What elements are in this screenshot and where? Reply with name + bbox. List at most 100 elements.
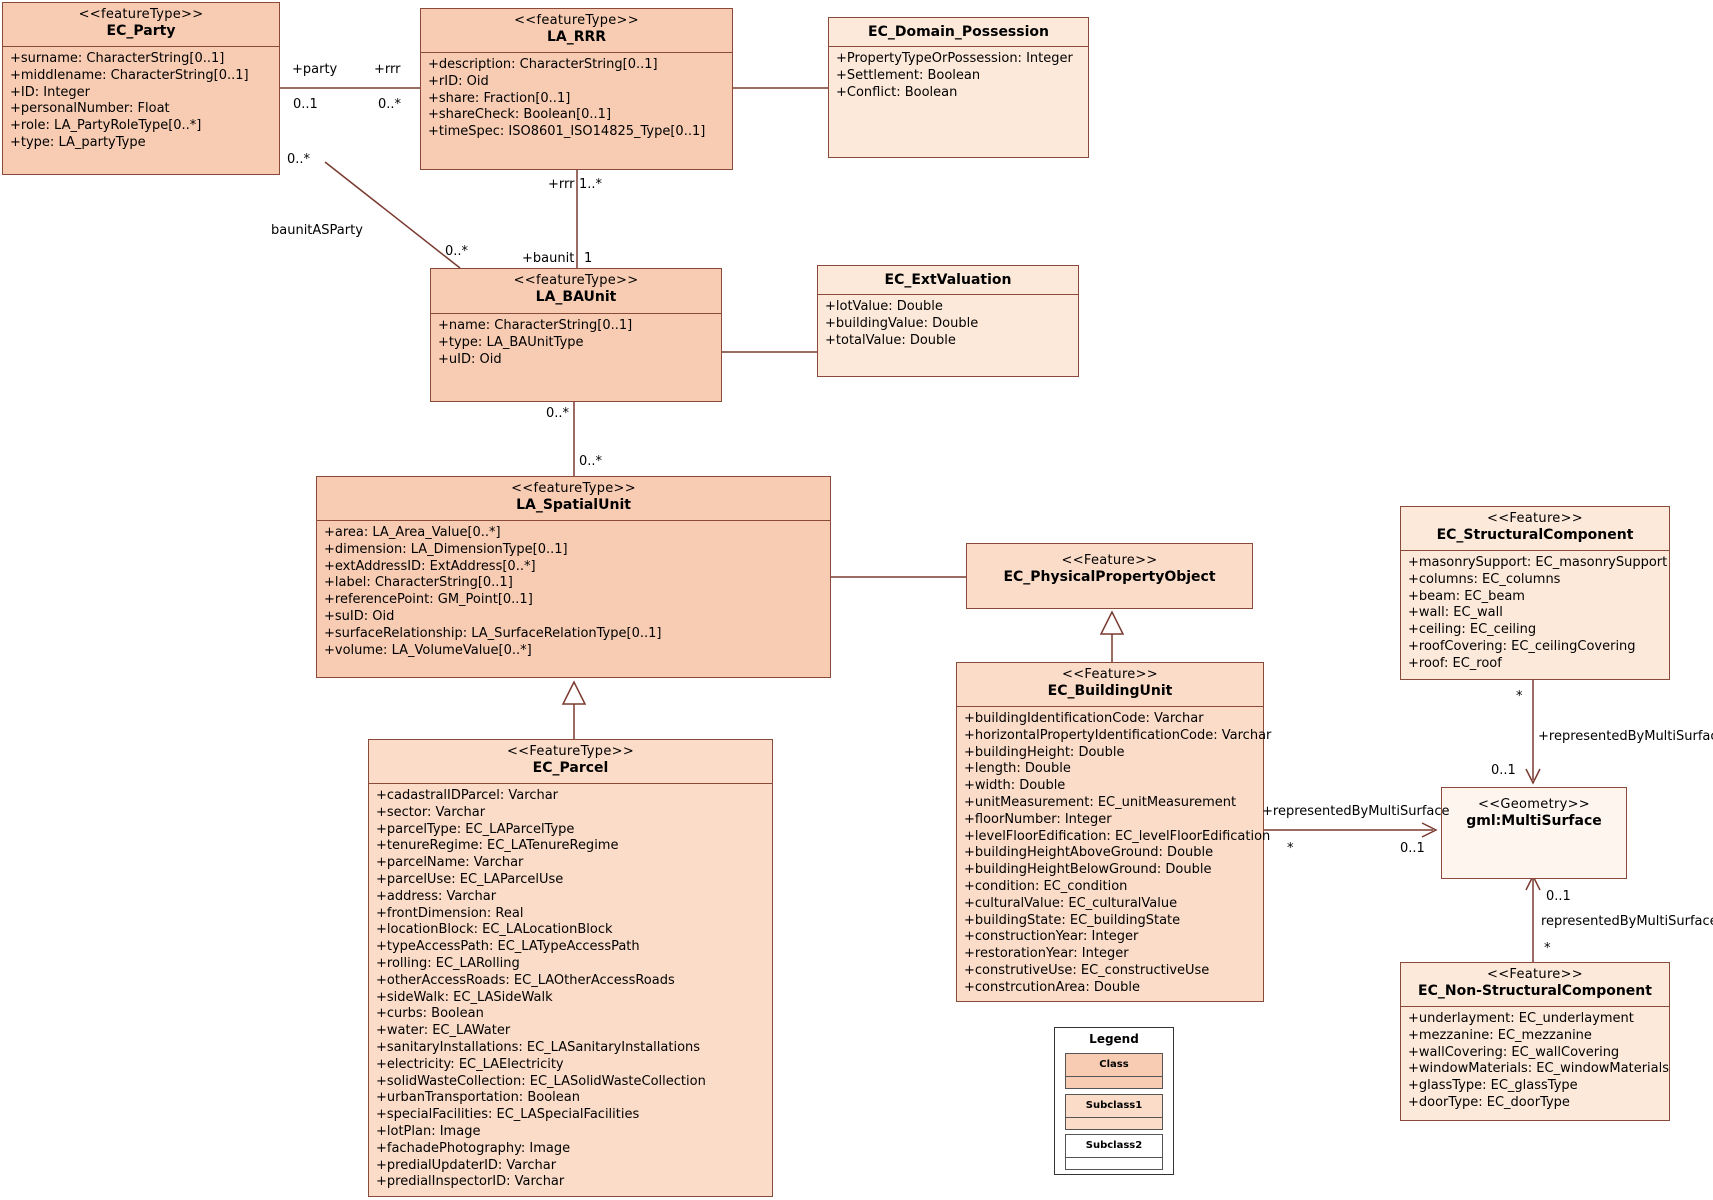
class-ec-structuralcomponent: <<Feature>> EC_StructuralComponent +maso…	[1400, 506, 1670, 680]
attribute: +role: LA_PartyRoleType[0..*]	[10, 118, 202, 134]
class-name: EC_Parcel	[532, 760, 609, 776]
attribute: +specialFacilities: EC_LASpecialFaciliti…	[376, 1107, 640, 1123]
attribute-list: +masonrySupport: EC_masonrySupport +colu…	[1401, 551, 1669, 673]
role-label-nonstructural-multisurface: representedByMultiSurface	[1541, 914, 1713, 929]
multiplicity-rrr: 0..*	[378, 97, 402, 112]
attribute: +timeSpec: ISO8601_ISO14825_Type[0..1]	[428, 124, 706, 140]
attribute: +shareCheck: Boolean[0..1]	[428, 107, 612, 123]
class-la-baunit: <<featureType>> LA_BAUnit +name: Charact…	[430, 268, 722, 402]
assoc-party-baunit	[324, 161, 461, 269]
attribute: +horizontalPropertyIdentificationCode: V…	[964, 727, 1272, 743]
attribute: +buildingIdentificationCode: Varchar	[964, 711, 1204, 726]
attribute: +windowMaterials: EC_windowMaterials	[1408, 1061, 1670, 1077]
attribute: +sanitaryInstallations: EC_LASanitaryIns…	[376, 1039, 701, 1055]
legend-item-label: Class	[1066, 1054, 1162, 1077]
attribute: +buildingHeight: Double	[964, 744, 1125, 760]
attribute: +predialUpdaterID: Varchar	[376, 1157, 557, 1173]
class-ec-parcel: <<FeatureType>> EC_Parcel +cadastralIDPa…	[368, 739, 773, 1197]
attribute: +parcelUse: EC_LAParcelUse	[376, 871, 564, 887]
legend-item-subclass1: Subclass1	[1065, 1094, 1163, 1130]
attribute: +sector: Varchar	[376, 804, 486, 820]
legend-item-class: Class	[1065, 1053, 1163, 1089]
role-label-structural-multisurface: +representedByMultiSurface	[1538, 729, 1713, 744]
multiplicity-structural-multisurface: 0..1	[1491, 763, 1516, 778]
attribute: +levelFloorEdification: EC_levelFloorEdi…	[964, 828, 1271, 844]
attribute: +ceiling: EC_ceiling	[1408, 622, 1537, 638]
attribute: +condition: EC_condition	[964, 878, 1128, 894]
attribute-list: +area: LA_Area_Value[0..*] +dimension: L…	[317, 521, 830, 659]
attribute-list: +description: CharacterString[0..1] +rID…	[421, 53, 732, 141]
attribute: +frontDimension: Real	[376, 905, 524, 921]
role-label-baunit: +baunit	[522, 251, 575, 266]
class-name: EC_Non-StructuralComponent	[1418, 983, 1652, 999]
attribute: +culturalValue: EC_culturalValue	[964, 895, 1178, 911]
attribute: +wallCovering: EC_wallCovering	[1408, 1044, 1620, 1060]
attribute: +tenureRegime: EC_LATenureRegime	[376, 838, 619, 854]
stereotype: <<Geometry>>	[1478, 797, 1590, 812]
class-ec-party: <<featureType>> EC_Party +surname: Chara…	[2, 2, 280, 175]
class-name: EC_StructuralComponent	[1436, 527, 1634, 543]
attribute-list: +buildingIdentificationCode: Varchar +ho…	[957, 707, 1272, 997]
multiplicity-baunit: 1	[584, 251, 593, 266]
attribute: +glassType: EC_glassType	[1408, 1078, 1578, 1094]
stereotype: <<featureType>>	[511, 481, 636, 496]
multiplicity-rrr-2: 1..*	[579, 177, 603, 192]
role-label-rrr-2: +rrr	[548, 177, 575, 192]
attribute: +type: LA_BAUnitType	[438, 334, 584, 350]
multiplicity-building-multisurface: 0..1	[1400, 841, 1425, 856]
legend-item-label: Subclass2	[1066, 1135, 1162, 1158]
attribute: +length: Double	[964, 761, 1071, 777]
arrow-structural-multisurface	[1525, 768, 1541, 785]
attribute: +parcelName: Varchar	[376, 855, 524, 871]
gen-arrow-spatialunit	[561, 680, 587, 705]
class-ec-domain-possession: EC_Domain_Possession +PropertyTypeOrPoss…	[828, 17, 1089, 158]
multiplicity-su-baunit: 0..*	[579, 454, 603, 469]
multiplicity-building-star: *	[1287, 841, 1294, 856]
multiplicity-structural-star: *	[1516, 689, 1523, 704]
attribute: +underlayment: EC_underlayment	[1408, 1011, 1634, 1026]
attribute: +restorationYear: Integer	[964, 946, 1129, 962]
attribute: +referencePoint: GM_Point[0..1]	[324, 592, 533, 608]
attribute: +floorNumber: Integer	[964, 811, 1112, 827]
attribute: +address: Varchar	[376, 888, 497, 904]
class-name: EC_Domain_Possession	[868, 24, 1049, 40]
multiplicity-party-baunit: 0..*	[287, 152, 311, 167]
attribute: +rolling: EC_LARolling	[376, 955, 520, 971]
class-la-rrr: <<featureType>> LA_RRR +description: Cha…	[420, 8, 733, 170]
attribute: +Conflict: Boolean	[836, 84, 958, 100]
class-name: LA_SpatialUnit	[516, 497, 631, 513]
attribute: +cadastralIDParcel: Varchar	[376, 788, 559, 803]
attribute: +predialInspectorID: Varchar	[376, 1174, 565, 1190]
stereotype: <<Feature>>	[1487, 967, 1583, 982]
stereotype: <<Feature>>	[1062, 667, 1158, 682]
attribute: +lotPlan: Image	[376, 1123, 481, 1139]
attribute: +buildingHeightBelowGround: Double	[964, 862, 1212, 878]
legend: Legend Class Subclass1 Subclass2	[1054, 1027, 1174, 1175]
attribute: +middlename: CharacterString[0..1]	[10, 67, 249, 83]
attribute: +totalValue: Double	[825, 332, 956, 348]
attribute: +width: Double	[964, 778, 1066, 794]
attribute: +locationBlock: EC_LALocationBlock	[376, 922, 613, 938]
attribute: +constrcutionArea: Double	[964, 979, 1140, 995]
stereotype: <<featureType>>	[78, 7, 204, 22]
attribute: +rID: Oid	[428, 73, 489, 89]
stereotype: <<featureType>>	[514, 13, 639, 28]
role-label-rrr: +rrr	[374, 62, 401, 77]
attribute-list: +underlayment: EC_underlayment +mezzanin…	[1401, 1007, 1669, 1112]
multiplicity-baunit-party: 0..*	[445, 244, 469, 259]
multiplicity-baunit-su: 0..*	[546, 406, 570, 421]
class-name: EC_Party	[106, 23, 176, 39]
class-name: EC_BuildingUnit	[1047, 683, 1173, 699]
attribute: +lotValue: Double	[825, 299, 943, 314]
attribute: +wall: EC_wall	[1408, 605, 1503, 621]
class-name: gml:MultiSurface	[1466, 813, 1602, 829]
class-ec-buildingunit: <<Feature>> EC_BuildingUnit +buildingIde…	[956, 662, 1272, 1002]
attribute: +extAddressID: ExtAddress[0..*]	[324, 558, 536, 574]
attribute: +beam: EC_beam	[1408, 588, 1525, 604]
attribute: +personalNumber: Float	[10, 101, 170, 117]
attribute: +share: Fraction[0..1]	[428, 90, 571, 106]
attribute: +PropertyTypeOrPossession: Integer	[836, 51, 1073, 66]
gen-arrow-physical	[1099, 610, 1125, 635]
attribute: +surfaceRelationship: LA_SurfaceRelation…	[324, 625, 662, 641]
attribute: +parcelType: EC_LAParcelType	[376, 821, 575, 837]
